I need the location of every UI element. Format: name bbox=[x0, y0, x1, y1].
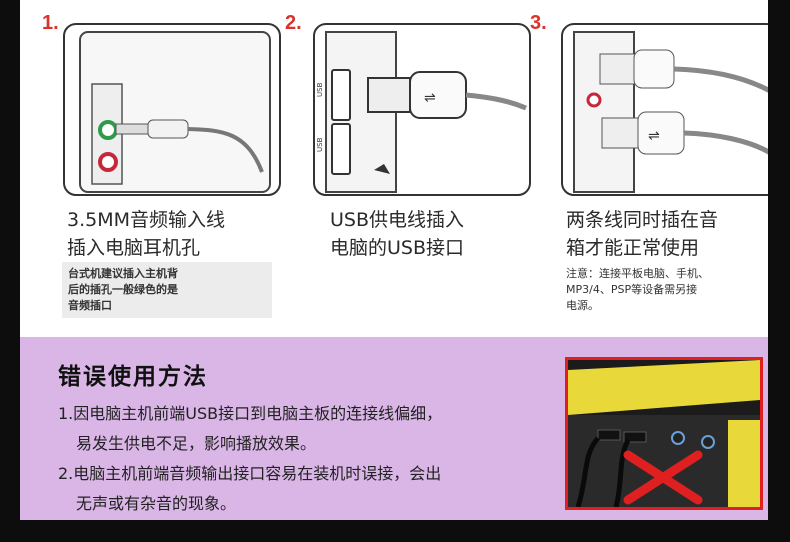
step-1-caption-line2: 插入电脑耳机孔 bbox=[67, 237, 201, 259]
wrong-usage-title: 错误使用方法 bbox=[58, 364, 208, 390]
step-3-note-line: MP3/4、PSP等设备需另接 bbox=[566, 283, 698, 296]
step-3-caption-line2: 箱才能正常使用 bbox=[566, 237, 700, 259]
usb-plug-illustration: USB USB ⇌ bbox=[313, 23, 531, 196]
instruction-panel: 1. 3.5MM音频输入线 插入电脑耳机孔 台式机建议插入主机背 后的插孔一般绿… bbox=[20, 0, 768, 520]
step-1-note: 台式机建议插入主机背 后的插孔一般绿色的是 音频插口 bbox=[62, 262, 272, 318]
step-1-note-line: 台式机建议插入主机背 bbox=[68, 267, 178, 280]
step-number-3: 3. bbox=[530, 12, 547, 34]
speaker-dual-cable-illustration: ⇌ bbox=[561, 23, 768, 196]
usb-symbol-icon: ⇌ bbox=[424, 90, 436, 106]
audio-jack-illustration bbox=[63, 23, 281, 196]
step-3-note-line: 注意：连接平板电脑、手机、 bbox=[566, 267, 709, 280]
step-3-note-line: 电源。 bbox=[566, 299, 599, 312]
wrong-usage-line: 2.电脑主机前端音频输出接口容易在装机时误接，会出 bbox=[58, 464, 442, 483]
step-1-note-line: 音频插口 bbox=[68, 299, 112, 312]
front-panel-photo-illustration bbox=[568, 360, 760, 507]
wrong-usage-section: 错误使用方法 1.因电脑主机前端USB接口到电脑主板的连接线偏细， 易发生供电不… bbox=[20, 337, 768, 520]
wrong-usage-line: 易发生供电不足，影响播放效果。 bbox=[76, 434, 317, 453]
step-2-caption-line2: 电脑的USB接口 bbox=[330, 237, 465, 259]
step-3-caption-line1: 两条线同时插在音 bbox=[566, 209, 719, 231]
usb-symbol-icon: ⇌ bbox=[648, 128, 660, 144]
wrong-usage-photo bbox=[565, 357, 763, 510]
step-number-1: 1. bbox=[42, 12, 59, 34]
step-1-caption-line1: 3.5MM音频输入线 bbox=[67, 209, 226, 231]
wrong-usage-line: 无声或有杂音的现象。 bbox=[76, 494, 237, 513]
step-2-caption-line1: USB供电线插入 bbox=[330, 209, 465, 231]
step-number-2: 2. bbox=[285, 12, 302, 34]
usb-port-label: USB bbox=[316, 137, 324, 152]
wrong-usage-line: 1.因电脑主机前端USB接口到电脑主板的连接线偏细， bbox=[58, 404, 443, 423]
step-1-note-line: 后的插孔一般绿色的是 bbox=[68, 283, 178, 296]
usb-port-label: USB bbox=[316, 82, 324, 97]
step-3-note: 注意：连接平板电脑、手机、 MP3/4、PSP等设备需另接 电源。 bbox=[566, 266, 756, 314]
